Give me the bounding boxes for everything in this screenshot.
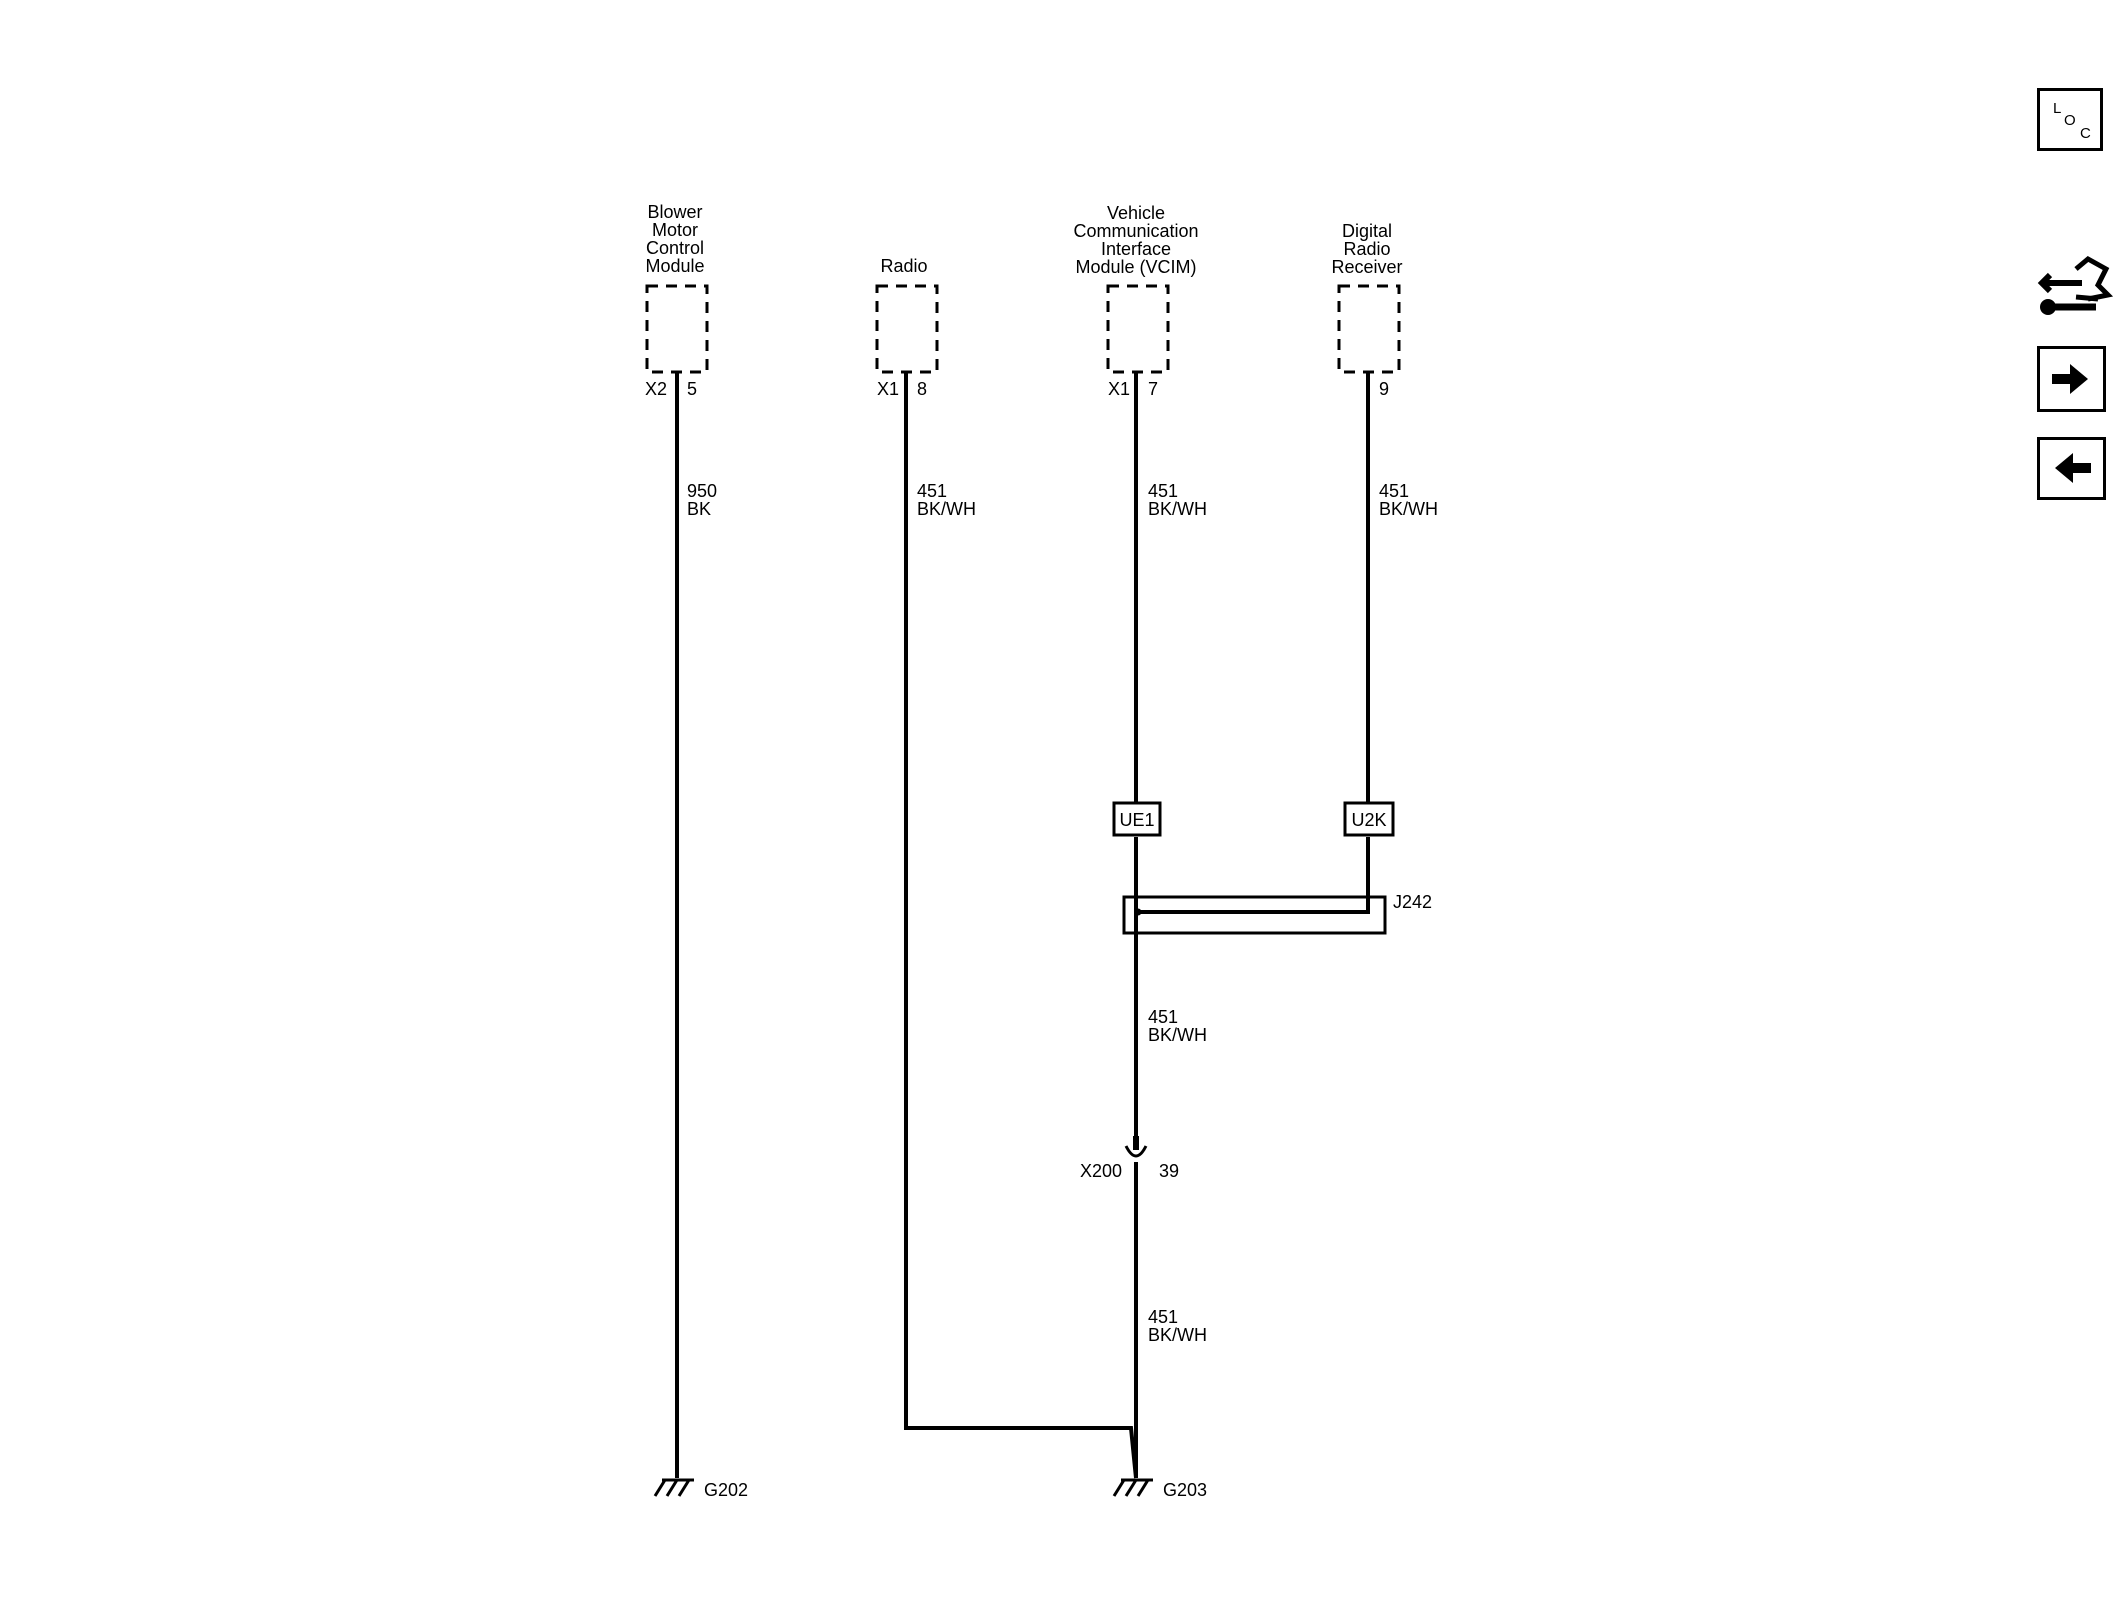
digital-radio-option-box — [1343, 801, 1395, 837]
splice-label: J242 — [1393, 892, 1432, 912]
radio-ground-wire — [904, 372, 1138, 1479]
arrow-left-icon — [2055, 453, 2091, 483]
vcim-upper-wire-circuit: 451 — [1148, 481, 1178, 501]
service-info-icon[interactable] — [2036, 255, 2116, 330]
radio-module-box — [875, 284, 939, 374]
radio-connector-label: X1 — [877, 379, 899, 399]
vcim-mid-wire-circuit: 451 — [1148, 1007, 1178, 1027]
ground-label-left: G202 — [704, 1480, 748, 1500]
ground-label-right: G203 — [1163, 1480, 1207, 1500]
vcim-connector-label: X1 — [1108, 379, 1130, 399]
blower-module-name-2: Motor — [652, 220, 698, 240]
digital-radio-module-name-2: Radio — [1343, 239, 1390, 259]
loc-letter-o: O — [2064, 112, 2076, 129]
blower-connector-label: X2 — [645, 379, 667, 399]
vcim-lower-wire-circuit: 451 — [1148, 1307, 1178, 1327]
vcim-option-label: UE1 — [1119, 810, 1154, 830]
vcim-option-box — [1112, 801, 1162, 837]
digital-radio-splice-wire — [1138, 837, 1370, 914]
vcim-pin-label: 7 — [1148, 379, 1158, 399]
vcim-module-name-2: Communication — [1073, 221, 1198, 241]
component-locator-button[interactable]: L O C — [2037, 88, 2103, 151]
digital-radio-pin-label: 9 — [1379, 379, 1389, 399]
vcim-mid-wire-color: BK/WH — [1148, 1025, 1207, 1045]
digital-radio-wire-color: BK/WH — [1379, 499, 1438, 519]
digital-radio-wire-circuit: 451 — [1379, 481, 1409, 501]
radio-wire-circuit: 451 — [917, 481, 947, 501]
inline-connector-pin-label: 39 — [1159, 1161, 1179, 1181]
inline-connector-symbol — [1124, 1145, 1148, 1158]
previous-page-button[interactable] — [2037, 437, 2106, 500]
radio-wire-color: BK/WH — [917, 499, 976, 519]
splice-node — [1134, 908, 1142, 916]
radio-module-name: Radio — [880, 256, 927, 276]
vcim-module-name-1: Vehicle — [1107, 203, 1165, 223]
splice-pack-j242 — [1122, 895, 1387, 935]
blower-module-name-3: Control — [646, 238, 704, 258]
vcim-upper-wire-color: BK/WH — [1148, 499, 1207, 519]
ground-symbol-left — [653, 1478, 694, 1497]
vcim-module-name-3: Interface — [1101, 239, 1171, 259]
digital-radio-module-name-3: Receiver — [1331, 257, 1402, 277]
blower-module-name-4: Module — [645, 256, 704, 276]
inline-connector-name: X200 — [1080, 1161, 1122, 1181]
digital-radio-module-box — [1337, 284, 1401, 374]
blower-wire-circuit: 950 — [687, 481, 717, 501]
loc-letter-l: L — [2053, 100, 2062, 117]
blower-pin-label: 5 — [687, 379, 697, 399]
digital-radio-module-name-1: Digital — [1342, 221, 1392, 241]
vcim-module-name-4: Module (VCIM) — [1075, 257, 1196, 277]
loc-letter-c: C — [2080, 125, 2091, 142]
vcim-lower-wire-color: BK/WH — [1148, 1325, 1207, 1345]
blower-module-name-1: Blower — [647, 202, 702, 222]
radio-pin-label: 8 — [917, 379, 927, 399]
digital-radio-option-label: U2K — [1351, 810, 1386, 830]
ground-symbol-right — [1112, 1478, 1153, 1497]
blower-wire-color: BK — [687, 499, 711, 519]
next-page-button[interactable] — [2037, 346, 2106, 412]
blower-module-box — [645, 284, 709, 374]
vcim-module-box — [1106, 284, 1170, 374]
arrow-right-icon — [2052, 364, 2088, 394]
